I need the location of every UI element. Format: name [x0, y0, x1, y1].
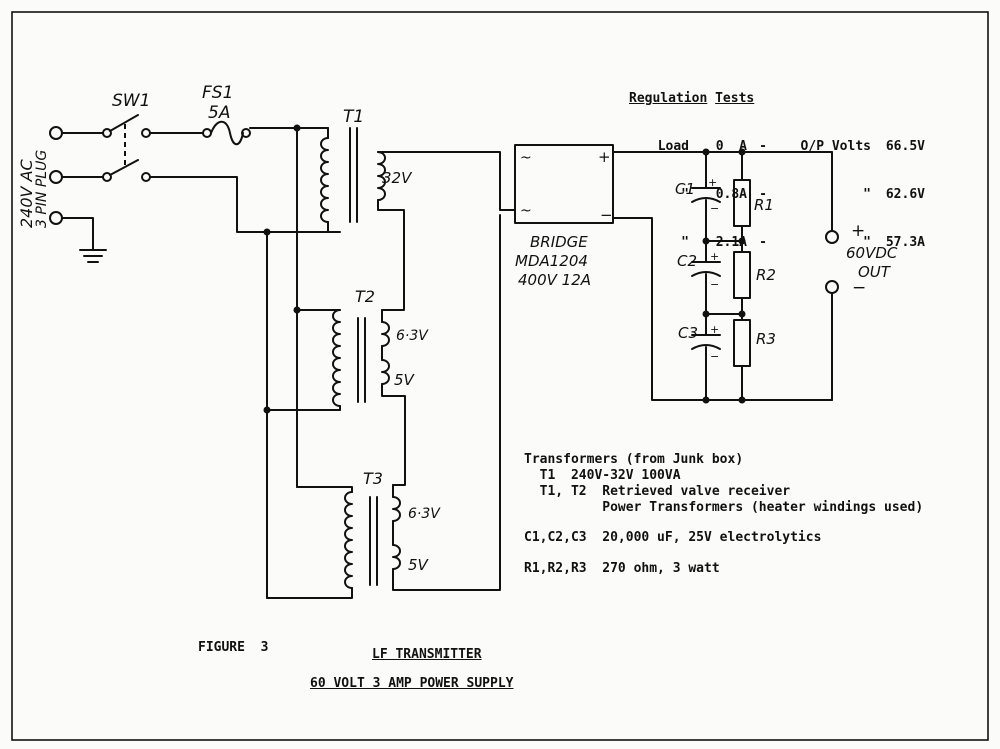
label-t1: T1 [343, 107, 364, 127]
regulation-title-a: Regulation [629, 91, 708, 106]
label-t1-secondary: 32V [382, 169, 413, 187]
figure-subtitle: 60 VOLT 3 AMP POWER SUPPLY [310, 676, 514, 691]
reg-col: O/P Volts [800, 139, 871, 154]
label-t3-sec-a: 6·3V [408, 506, 441, 522]
label-bridge-part: MDA1204 [515, 252, 588, 270]
label-out-plus: + [851, 221, 865, 241]
capacitor-bank [691, 148, 743, 404]
resistor-bank [733, 148, 751, 404]
regulation-row: Load 0 A - O/P Volts 66.5V [629, 139, 925, 155]
notes-t1: T1 240V-32V 100VA [524, 468, 681, 483]
label-fs1: FS1 [202, 83, 233, 103]
label-sw1: SW1 [112, 91, 150, 111]
neutral-wiring [149, 124, 341, 599]
transformer-t2 [332, 309, 406, 486]
label-bridge-ac1: ~ [520, 150, 532, 166]
reg-current: 2.1A [715, 235, 747, 250]
figure-title: LF TRANSMITTER [372, 647, 482, 662]
label-mains-voltage: 240V AC [17, 158, 36, 228]
label-fs1-rating: 5A [208, 103, 230, 123]
label-out-minus: − [852, 278, 866, 298]
notes-resistors: R1,R2,R3 270 ohm, 3 watt [524, 561, 720, 576]
regulation-row: " 2.1A - " 57.3A [629, 235, 925, 251]
label-bridge-name: BRIDGE [530, 233, 588, 251]
label-bridge-positive: + [598, 148, 611, 166]
reg-volts: 57.3A [885, 235, 925, 250]
transformer-t3 [339, 214, 501, 599]
label-mains-plug: 3 PIN PLUG [34, 150, 50, 228]
reg-dash: - [759, 139, 767, 154]
transformer-t1 [320, 127, 516, 311]
c1-minus-mark: − [710, 202, 719, 215]
label-r1: R1 [754, 196, 774, 214]
reg-dash: - [759, 187, 767, 202]
c2-plus-mark: + [710, 250, 719, 263]
label-t2-sec-a: 6·3V [396, 328, 429, 344]
regulation-tests-table: Regulation Tests Load 0 A - O/P Volts 66… [629, 59, 925, 267]
label-t2: T2 [355, 287, 375, 306]
label-output-voltage: 60VDC [846, 244, 898, 262]
reg-load: " [681, 187, 689, 202]
label-bridge-rating: 400V 12A [518, 271, 591, 289]
label-bridge-ac2: ~ [520, 203, 532, 219]
fuse-fs1 [149, 120, 329, 146]
label-t3: T3 [363, 469, 383, 488]
c2-minus-mark: − [710, 278, 719, 291]
label-c1: C1 [675, 180, 695, 198]
regulation-title-b: Tests [715, 91, 755, 106]
switch-sw1 [102, 114, 151, 182]
c3-minus-mark: − [710, 350, 719, 363]
figure-number: FIGURE 3 [198, 640, 269, 655]
notes-capacitors: C1,C2,C3 20,000 uF, 25V electrolytics [524, 530, 822, 545]
regulation-row: " 0.8A - " 62.6V [629, 187, 925, 203]
reg-col: " [863, 235, 871, 250]
reg-volts: 66.5V [885, 139, 925, 154]
reg-current: 0 A [715, 139, 747, 154]
label-r3: R3 [756, 330, 776, 348]
mains-terminals [49, 126, 107, 263]
label-r2: R2 [756, 266, 776, 284]
label-bridge-negative: − [600, 206, 613, 224]
label-c3: C3 [678, 324, 698, 342]
regulation-title: Regulation Tests [629, 91, 925, 107]
label-t2-sec-b: 5V [394, 371, 416, 389]
page-border [11, 11, 989, 741]
reg-load: Load [657, 139, 689, 154]
reg-load: " [681, 235, 689, 250]
output-terminals [825, 151, 839, 401]
reg-volts: 62.6V [885, 187, 925, 202]
label-t3-sec-b: 5V [408, 556, 430, 574]
reg-col: " [863, 187, 871, 202]
reg-dash: - [759, 235, 767, 250]
notes-t1-t2-cont: Power Transformers (heater windings used… [524, 500, 924, 515]
notes-transformers-title: Transformers (from Junk box) [524, 452, 744, 467]
c1-plus-mark: + [708, 176, 717, 189]
label-c2: C2 [677, 252, 697, 270]
notes-t1-t2: T1, T2 Retrieved valve receiver [524, 484, 791, 499]
label-output-out: OUT [858, 263, 892, 281]
c3-plus-mark: + [710, 323, 719, 336]
reg-current: 0.8A [715, 187, 747, 202]
